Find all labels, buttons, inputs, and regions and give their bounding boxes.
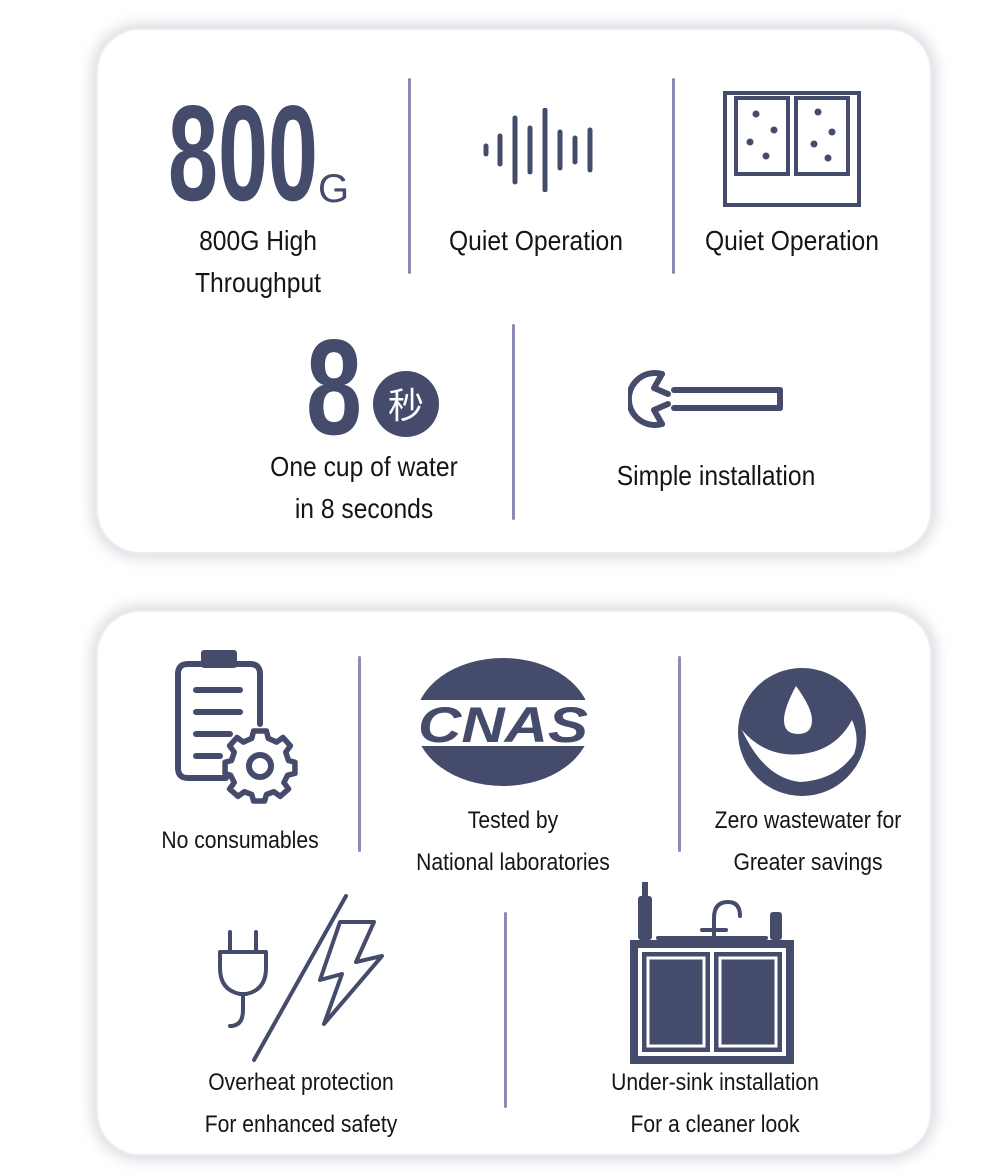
icon-digit-8: 8 xyxy=(306,322,362,440)
lightning-icon xyxy=(318,920,384,1026)
cnas-logo-text: CNAS xyxy=(418,697,588,753)
divider xyxy=(408,78,411,274)
label-quiet-operation: Quiet Operation xyxy=(449,225,623,256)
divider xyxy=(672,78,675,274)
water-drop-icon xyxy=(736,666,868,798)
cnas-logo: CNAS xyxy=(412,656,594,788)
label-under-sink: Under-sink installation For a cleaner lo… xyxy=(611,1069,819,1138)
sink-cabinet-icon xyxy=(630,880,794,1064)
label-quiet-operation-2: Quiet Operation xyxy=(705,225,879,256)
divider xyxy=(504,912,507,1108)
overheat-icon-group xyxy=(214,894,390,1064)
battery-gear-icon xyxy=(174,650,304,806)
label-zero-wastewater: Zero wastewater for Greater savings xyxy=(714,807,902,876)
label-simple-installation: Simple installation xyxy=(616,460,816,491)
waveform-icon xyxy=(478,108,598,192)
eight-seconds-icon: 8 秒 xyxy=(306,322,446,440)
label-overheat: Overheat protection For enhanced safety xyxy=(204,1069,398,1138)
throughput-800g-icon: 800 G xyxy=(168,85,348,210)
label-cup-water: One cup of water in 8 seconds xyxy=(270,451,458,524)
label-no-consumables: No consumables xyxy=(161,827,319,854)
divider xyxy=(512,324,515,520)
label-800g: 800G High Throughput xyxy=(194,225,322,298)
icon-g-text: G xyxy=(318,167,348,210)
label-cnas: Tested by National laboratories xyxy=(416,807,610,876)
icon-800-text: 800 xyxy=(168,85,318,210)
divider xyxy=(358,656,361,852)
icon-badge-seconds: 秒 xyxy=(388,386,424,427)
plug-icon xyxy=(218,930,268,1028)
wrench-icon xyxy=(628,366,786,432)
filter-panel-icon xyxy=(722,90,862,208)
divider xyxy=(678,656,681,852)
